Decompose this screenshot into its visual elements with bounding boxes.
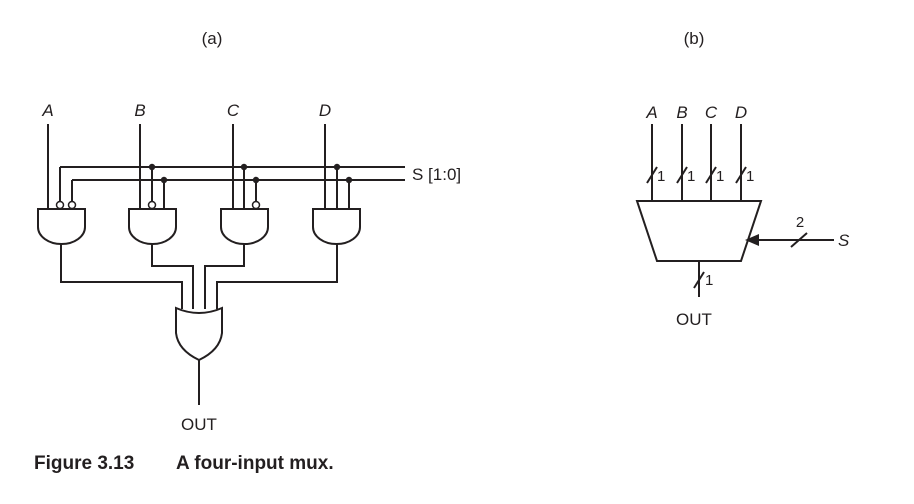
panel-a-label: (a) xyxy=(202,29,223,48)
mux-symbol xyxy=(635,200,763,262)
input-d-label: D xyxy=(319,101,331,120)
mux-input-d-label: D xyxy=(735,103,747,122)
and-gate-c xyxy=(220,208,269,245)
mux-select-width: 2 xyxy=(796,214,804,231)
figure-title: A four-input mux. xyxy=(176,453,334,474)
output-label: OUT xyxy=(181,415,217,434)
or-gate xyxy=(175,306,223,362)
mux-output-width: 1 xyxy=(705,272,713,289)
mux-width-b: 1 xyxy=(687,168,695,185)
mux-select-width-slash xyxy=(790,232,808,248)
inversion-bubbles xyxy=(55,200,261,210)
junction-dots xyxy=(148,163,353,184)
and-gate-b xyxy=(128,208,177,245)
and-gate-a xyxy=(37,208,86,245)
mux-width-d: 1 xyxy=(746,168,754,185)
mux-select-label: S xyxy=(838,231,850,250)
mux-width-a: 1 xyxy=(657,168,665,185)
input-a-label: A xyxy=(41,101,53,120)
mux-input-b-label: B xyxy=(676,103,687,122)
mux-input-c-label: C xyxy=(705,103,718,122)
input-c-label: C xyxy=(227,101,240,120)
select-drop-wires xyxy=(59,167,350,209)
mux-select-arrowhead xyxy=(745,234,759,246)
mux-input-a-label: A xyxy=(645,103,657,122)
mux-input-width-slashes xyxy=(646,166,747,184)
and-to-or-wires xyxy=(60,244,338,309)
figure-number: Figure 3.13 xyxy=(34,453,135,474)
mux-input-wires xyxy=(651,124,742,201)
mux-output-label: OUT xyxy=(676,310,712,329)
mux-width-c: 1 xyxy=(716,168,724,185)
mux-output-width-slash xyxy=(693,271,705,289)
and-gate-d xyxy=(312,208,361,245)
panel-b-label: (b) xyxy=(684,29,705,48)
select-bus-label: S [1:0] xyxy=(412,165,461,184)
input-b-label: B xyxy=(134,101,145,120)
